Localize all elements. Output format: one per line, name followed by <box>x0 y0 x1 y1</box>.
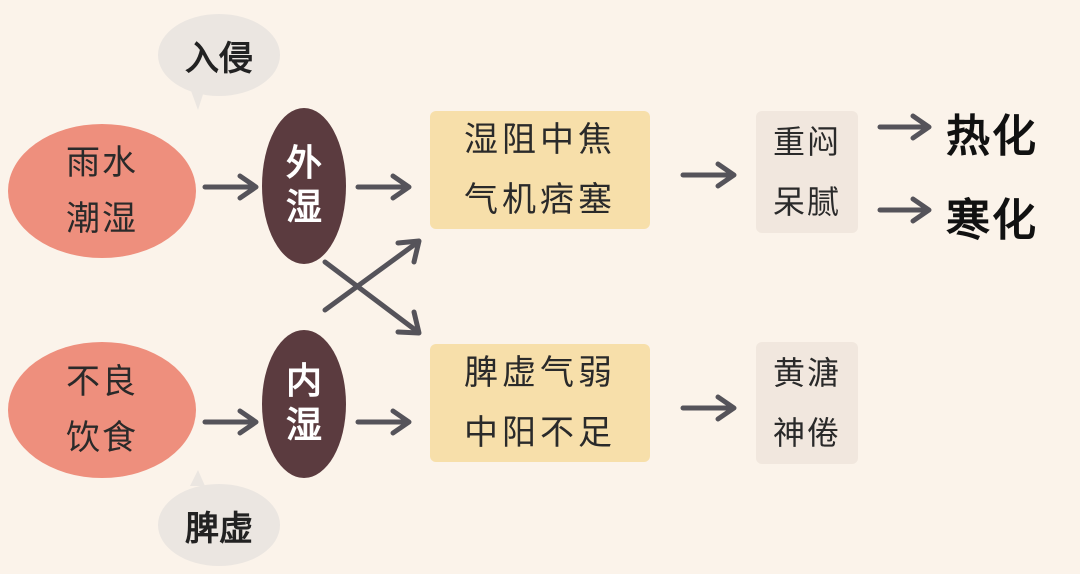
type-bottom-line1: 内 <box>285 361 322 402</box>
cause-rain-damp: 雨水 潮湿 <box>8 124 196 258</box>
arrow-to-hot <box>877 113 932 141</box>
symptom-top-line1: 重闷 <box>772 123 841 161</box>
bubble-spleen-deficiency: 脾虚 <box>158 484 280 566</box>
type-external-damp: 外 湿 <box>262 108 346 264</box>
arrow-mechanism-to-symptom-top <box>680 161 737 189</box>
symptom-heavy-stuffy: 重闷 呆腻 <box>756 111 858 233</box>
type-top-line2: 湿 <box>285 187 322 228</box>
type-bottom-line2: 湿 <box>285 405 322 446</box>
cause-bottom-line1: 不良 <box>66 362 138 402</box>
type-internal-damp: 内 湿 <box>262 330 346 478</box>
arrow-cause-to-external <box>202 173 259 201</box>
mechanism-bottom-line1: 脾虚气弱 <box>464 353 616 393</box>
symptom-bottom-line2: 神倦 <box>772 414 841 452</box>
mechanism-damp-obstruction: 湿阻中焦 气机痞塞 <box>430 111 650 229</box>
type-top-line1: 外 <box>285 143 322 184</box>
cause-bottom-line2: 饮食 <box>66 418 138 458</box>
arrow-internal-to-mechanism <box>355 408 412 436</box>
mechanism-top-line1: 湿阻中焦 <box>464 120 616 160</box>
result-cold-transformation: 寒化 <box>946 195 1038 246</box>
arrow-cross-down <box>322 259 422 336</box>
mechanism-spleen-weakness: 脾虚气弱 中阳不足 <box>430 344 650 462</box>
arrow-cause-to-internal <box>202 408 259 436</box>
bubble-spleen-text: 脾虚 <box>185 508 253 549</box>
arrow-to-cold <box>877 196 932 224</box>
cause-top-line1: 雨水 <box>66 143 138 183</box>
cause-top-line2: 潮湿 <box>66 199 138 239</box>
arrow-mechanism-to-symptom-bottom <box>680 394 737 422</box>
arrow-external-to-mechanism <box>355 173 412 201</box>
result-heat-transformation: 热化 <box>946 111 1038 162</box>
cause-poor-diet: 不良 饮食 <box>8 342 196 478</box>
symptom-top-line2: 呆腻 <box>772 183 841 221</box>
bubble-tail-bottom <box>190 470 205 486</box>
arrow-cross-up <box>322 238 422 313</box>
symptom-bottom-line1: 黄溏 <box>772 354 841 392</box>
symptom-yellow-loose: 黄溏 神倦 <box>756 342 858 464</box>
mechanism-top-line2: 气机痞塞 <box>464 180 616 220</box>
bubble-invade: 入侵 <box>158 14 280 96</box>
mechanism-bottom-line2: 中阳不足 <box>464 413 616 453</box>
bubble-invade-text: 入侵 <box>185 38 253 79</box>
